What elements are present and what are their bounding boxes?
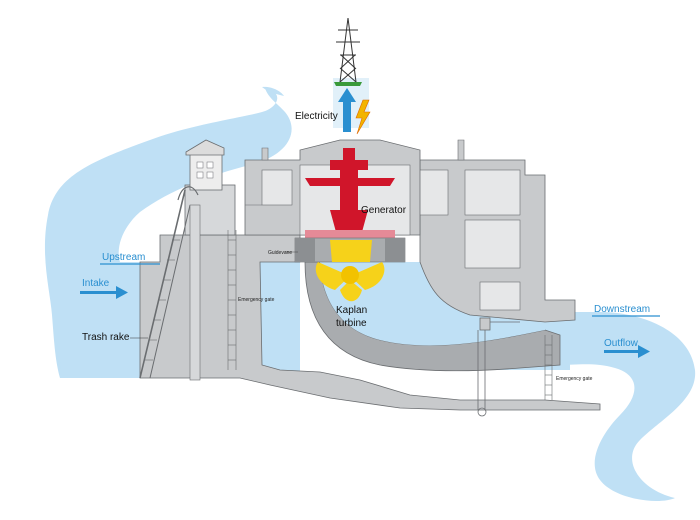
roof-vent-left <box>261 147 269 161</box>
outflow-arrow <box>604 345 650 358</box>
emergency-gate-left-label: Emergency gate <box>238 297 275 303</box>
roof-vent-right <box>457 139 465 161</box>
upstream-river-tip <box>262 86 284 96</box>
guidevane-right-block <box>385 238 405 262</box>
crane-arm <box>177 186 199 201</box>
guidevane-left-block <box>295 238 315 262</box>
left-room <box>261 169 293 206</box>
upstream-label: Upstream <box>102 252 146 263</box>
window <box>196 171 204 179</box>
window <box>196 161 204 169</box>
outflow-label: Outflow <box>604 338 638 349</box>
intake-shaft <box>189 204 201 381</box>
intake-label: Intake <box>82 278 110 289</box>
intake-arrow <box>80 286 128 299</box>
kaplan-turbine <box>315 240 385 302</box>
generator-label: Generator <box>361 205 407 216</box>
emergency-gate-right-label: Emergency gate <box>556 376 593 382</box>
right-room-mid <box>464 219 521 269</box>
trash-rake-rail <box>139 189 186 379</box>
downstream-label: Downstream <box>594 304 651 315</box>
window <box>206 171 214 179</box>
gatehouse-roof <box>185 139 225 156</box>
downstream-river <box>545 312 696 501</box>
guidevane-label: Guidevane <box>268 250 293 256</box>
kaplan-turbine-label-line2: turbine <box>336 318 367 329</box>
trash-rake-label: Trash rake <box>82 332 130 343</box>
drainage-pump <box>477 317 520 417</box>
trash-rake-rail-2 <box>149 204 191 379</box>
trash-rake-bars <box>145 239 180 361</box>
window <box>206 161 214 169</box>
emergency-gate-right <box>544 335 553 400</box>
generator <box>305 148 395 238</box>
electricity-label: Electricity <box>295 111 338 122</box>
transmission-tower-icon <box>336 17 360 83</box>
emergency-gate-left <box>227 230 237 370</box>
right-room-low <box>479 281 521 311</box>
right-room-top <box>464 169 521 216</box>
grass <box>334 82 362 86</box>
up-arrow-icon <box>338 88 356 132</box>
gatehouse <box>189 149 223 191</box>
lightning-bolt-icon <box>355 99 371 135</box>
kaplan-turbine-label-line1: Kaplan <box>336 305 368 316</box>
